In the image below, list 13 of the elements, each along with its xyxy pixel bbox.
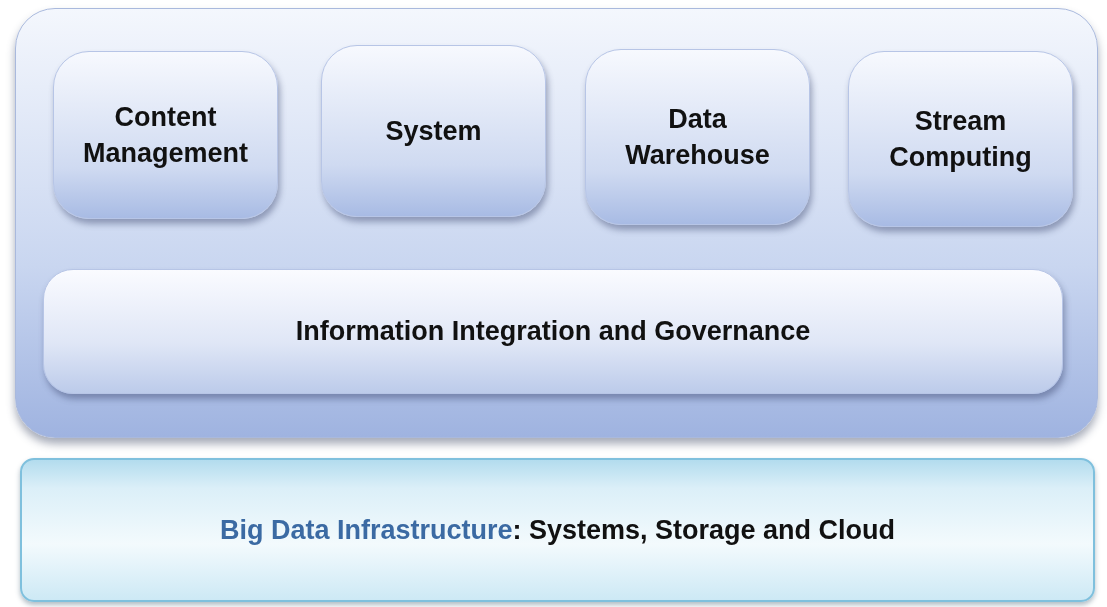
component-box — [321, 45, 546, 217]
layer-band — [43, 269, 1063, 394]
label-text: Data Warehouse — [624, 102, 771, 172]
label-text: Information Integration and Governance — [295, 315, 811, 349]
component-box — [848, 51, 1073, 227]
label-text: System — [385, 114, 482, 148]
component-box — [585, 49, 810, 225]
label-text: Stream Computing — [888, 104, 1033, 174]
label-text: Big Data Infrastructure: Systems, Storage and Cloud — [219, 513, 896, 547]
infrastructure-band — [20, 458, 1095, 602]
panel — [15, 8, 1098, 438]
component-box — [53, 51, 278, 219]
label-text: Content Management — [81, 100, 249, 170]
